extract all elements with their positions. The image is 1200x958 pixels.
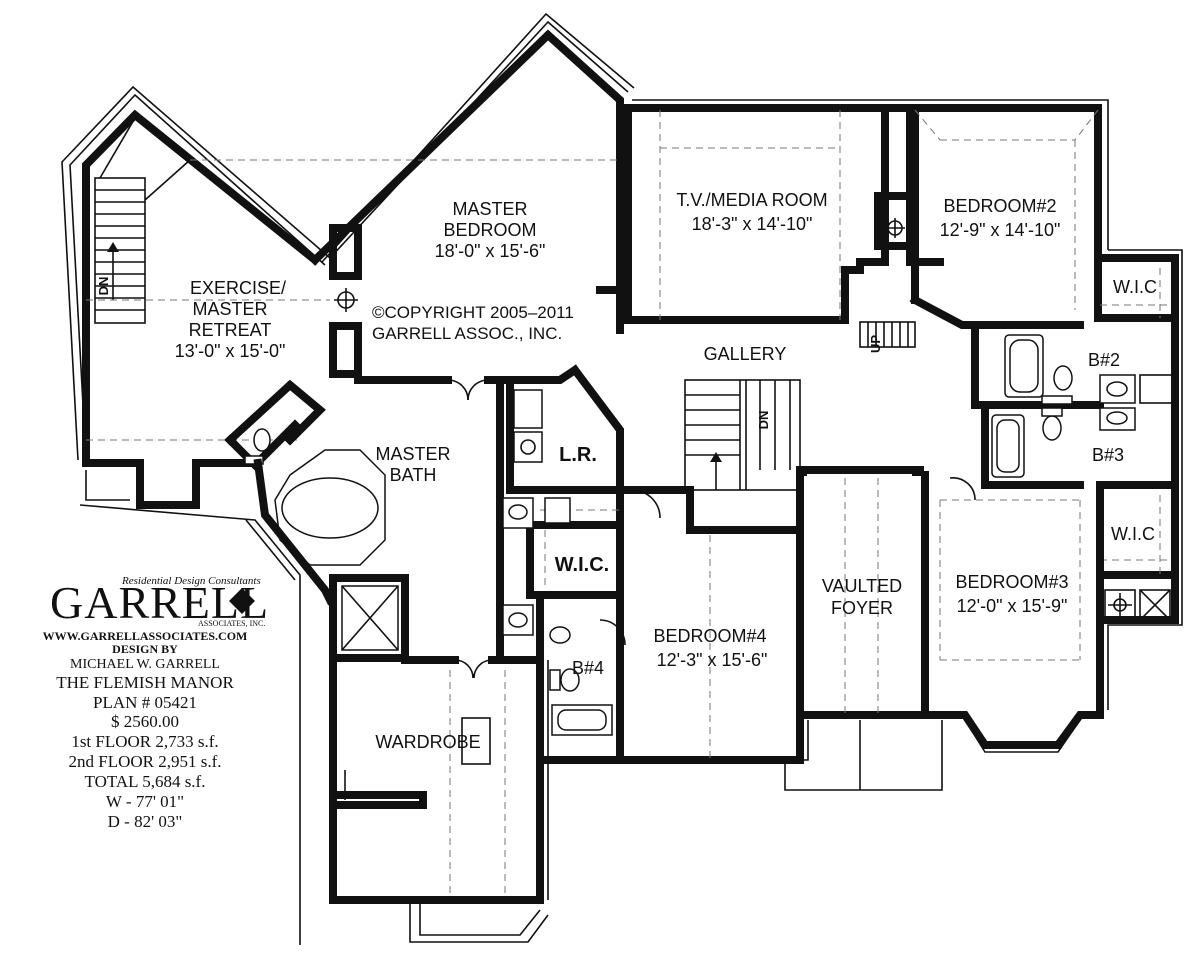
diamond-logo-icon [229,588,255,614]
plan-depth: D - 82' 03" [108,812,183,831]
floor2-area: 2nd FLOOR 2,951 s.f. [68,752,221,771]
master-bath-walls [79,376,624,945]
website: WWW.GARRELLASSOCIATES.COM [43,629,248,643]
b2-wic-label: W.I.C [1113,277,1157,297]
floor1-area: 1st FLOOR 2,733 s.f. [71,732,218,751]
copyright-notice: ©COPYRIGHT 2005–2011 GARRELL ASSOC., INC… [372,303,574,343]
master-bedroom-label-2: BEDROOM [443,220,536,240]
vaulted-foyer-label-2: FOYER [831,598,893,618]
bedroom2-label: BEDROOM#2 [943,196,1056,216]
plan-price: $ 2560.00 [111,712,179,731]
master-bath-label-2: BATH [390,465,437,485]
bedroom3-label: BEDROOM#3 [955,572,1068,592]
attic-access-icon [885,218,905,238]
bedroom4-label: BEDROOM#4 [653,626,766,646]
b3-wic-label: W.I.C [1111,524,1155,544]
attic-access-icon [334,288,358,312]
designer: MICHAEL W. GARRELL [70,657,220,672]
master-bedroom-dims: 18'-0" x 15'-6" [435,241,546,261]
exercise-wing: DN [61,85,331,509]
plan-name: THE FLEMISH MANOR [56,673,234,692]
exercise-stair[interactable]: DN [94,116,192,324]
media-room-label: T.V./MEDIA ROOM [676,190,827,210]
bedroom3-walls [921,471,1104,753]
arrow-up-icon [710,452,722,462]
attic-stair[interactable]: UP [859,321,916,353]
media-room-dims: 18'-3" x 14'-10" [692,214,813,234]
tagline: Residential Design Consultants [121,575,261,587]
laundry-label: L.R. [559,444,597,466]
plan-number: PLAN # 05421 [93,693,197,712]
center-walls: DN [569,364,943,791]
bedroom4-dims: 12'-3" x 15'-6" [657,650,768,670]
copyright-line-2: GARRELL ASSOC., INC. [372,324,562,343]
exercise-label-2: MASTER [192,299,267,319]
gallery-label: GALLERY [704,344,787,364]
design-by: DESIGN BY [112,642,178,656]
vaulted-foyer-label-1: VAULTED [822,576,902,596]
total-area: TOTAL 5,684 s.f. [85,772,206,791]
master-bath-label-1: MASTER [375,444,450,464]
stair-dn-label: DN [756,411,771,430]
logo-subtitle: ASSOCIATES, INC. [198,619,265,628]
exercise-label-3: RETREAT [189,320,272,340]
center-stair[interactable]: DN [684,379,801,491]
stair-up-label: UP [868,335,883,353]
bath2-label: B#2 [1088,350,1120,370]
master-wic-label: W.I.C. [555,554,609,576]
title-block: Residential Design Consultants GARRELL A… [43,575,268,831]
bath-wic-walls [971,249,1183,710]
media-bedroom2-walls: UP [624,99,1109,353]
bedroom2-dims: 12'-9" x 14'-10" [940,220,1061,240]
bedroom3-dims: 12'-0" x 15'-9" [957,596,1068,616]
exercise-label-1: EXERCISE/ [190,278,286,298]
copyright-line-1: ©COPYRIGHT 2005–2011 [372,303,574,322]
exercise-dims: 13'-0" x 15'-0" [175,341,286,361]
wardrobe-label: WARDROBE [375,732,480,752]
stair-dn-label: DN [96,277,111,296]
room-labels: EXERCISE/ MASTER RETREAT 13'-0" x 15'-0"… [175,190,1157,752]
plan-width: W - 77' 01" [106,792,184,811]
master-bedroom-walls [190,12,635,401]
arrow-up-icon [107,242,119,252]
master-bedroom-label-1: MASTER [452,199,527,219]
bath3-label: B#3 [1092,445,1124,465]
bath4-label: B#4 [572,658,604,678]
